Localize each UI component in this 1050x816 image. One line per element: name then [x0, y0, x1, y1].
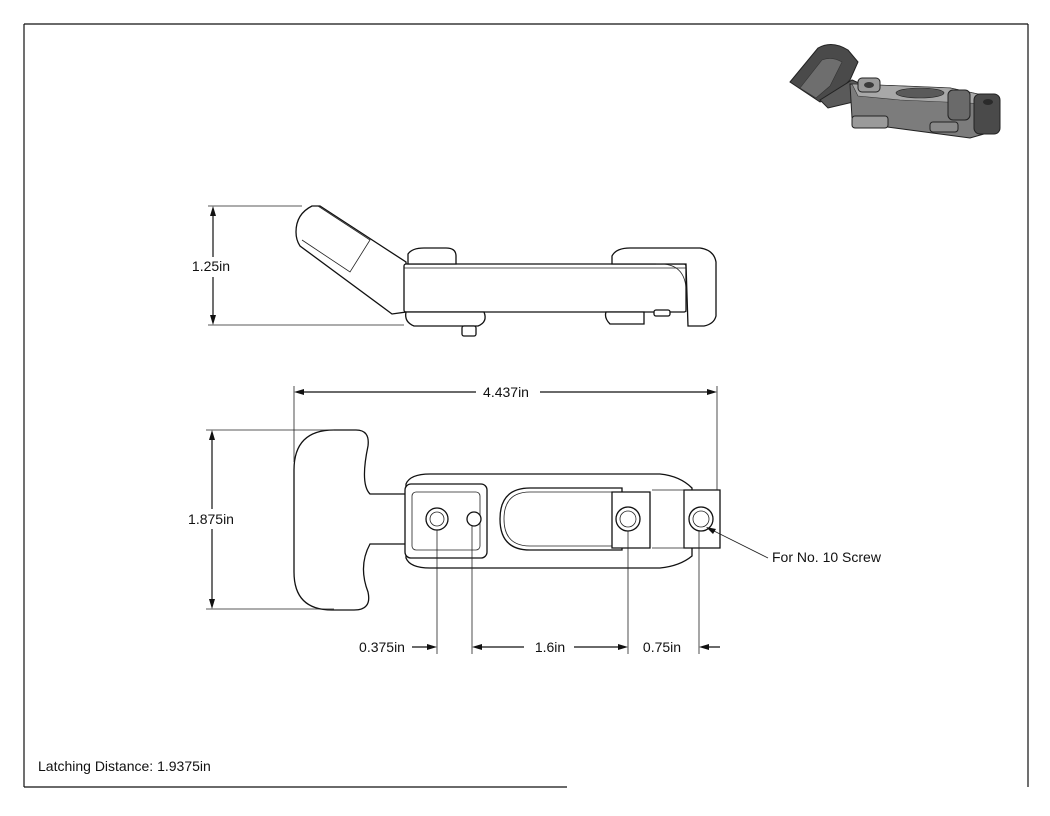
side-view: 1.25in — [192, 205, 717, 337]
top-view: 4.437in 1.875in 0.375in 1.6in 0.75in For… — [188, 384, 882, 655]
latching-distance-note: Latching Distance: 1.9375in — [38, 758, 211, 774]
offset-dimension-label: 0.375in — [359, 639, 405, 655]
screw-callout: For No. 10 Screw — [772, 549, 882, 565]
end-dimension-label: 0.75in — [643, 639, 681, 655]
isometric-preview — [789, 44, 1001, 139]
sheet-border — [23, 23, 1029, 788]
length-dimension-label: 4.437in — [483, 384, 529, 400]
width-dimension-label: 1.875in — [188, 511, 234, 527]
height-dimension-label: 1.25in — [192, 258, 230, 274]
spacing-dimension-label: 1.6in — [535, 639, 565, 655]
